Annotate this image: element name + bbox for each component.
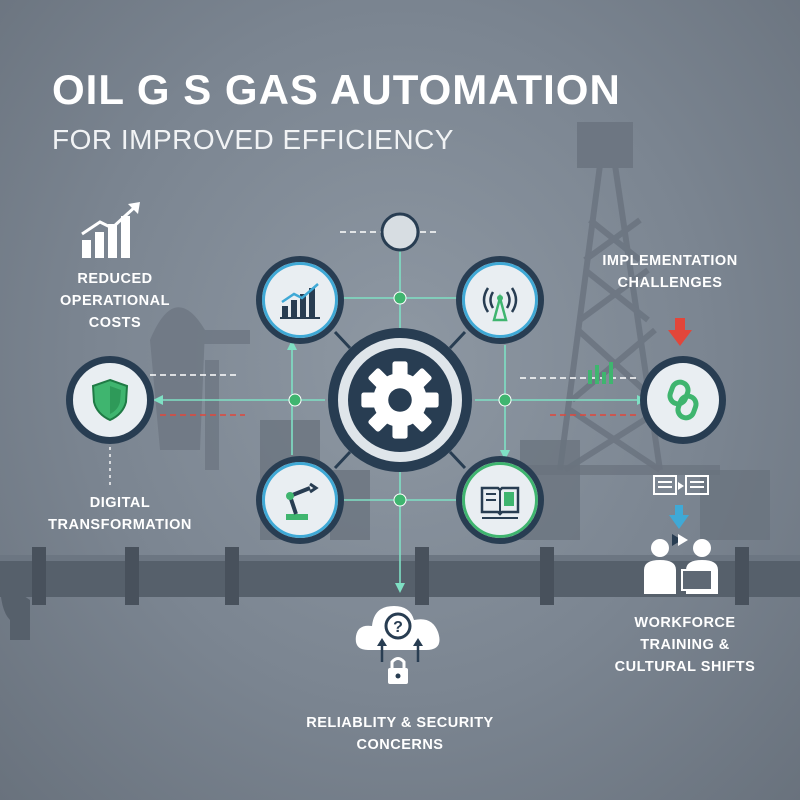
gear-icon	[361, 361, 439, 439]
signal-tower-icon	[482, 287, 518, 322]
growth-chart-icon	[280, 283, 320, 319]
label-workforce-training: WORKFORCE TRAINING & CULTURAL SHIFTS	[614, 615, 756, 675]
center-node-inner	[348, 348, 452, 452]
node-growth[interactable]	[256, 256, 344, 344]
chain-link-icon	[667, 379, 699, 421]
shield-icon	[91, 378, 129, 422]
arrow-down-red-icon	[668, 318, 692, 346]
page-subtitle: FOR IMPROVED EFFICIENCY	[52, 124, 454, 155]
center-node[interactable]	[328, 328, 472, 472]
robotic-arm-icon	[286, 482, 319, 520]
manual-book-icon	[480, 486, 520, 519]
node-manual[interactable]	[456, 456, 544, 544]
svg-text:?: ?	[393, 619, 403, 636]
label-reduced-costs: REDUCED OPERATIONAL COSTS	[60, 271, 170, 331]
node-security[interactable]	[66, 356, 154, 444]
label-implementation-challenges: IMPLEMENTATION CHALLENGES	[602, 253, 738, 291]
chat-bubbles-icon	[653, 475, 709, 495]
page-title: OIL G S GAS AUTOMATION	[52, 66, 621, 113]
cloud-question-icon: ?	[355, 606, 440, 684]
node-integration[interactable]	[640, 356, 726, 444]
label-reliability-security: RELIABLITY & SECURITY CONCERNS	[306, 715, 494, 753]
growth-chart-icon	[81, 202, 140, 258]
label-digital-transformation: DIGITAL TRANSFORMATION	[48, 495, 192, 533]
arrow-down-blue-icon	[669, 505, 689, 529]
people-training-icon	[644, 534, 718, 594]
node-signal[interactable]	[456, 256, 544, 344]
node-robotics[interactable]	[256, 456, 344, 544]
